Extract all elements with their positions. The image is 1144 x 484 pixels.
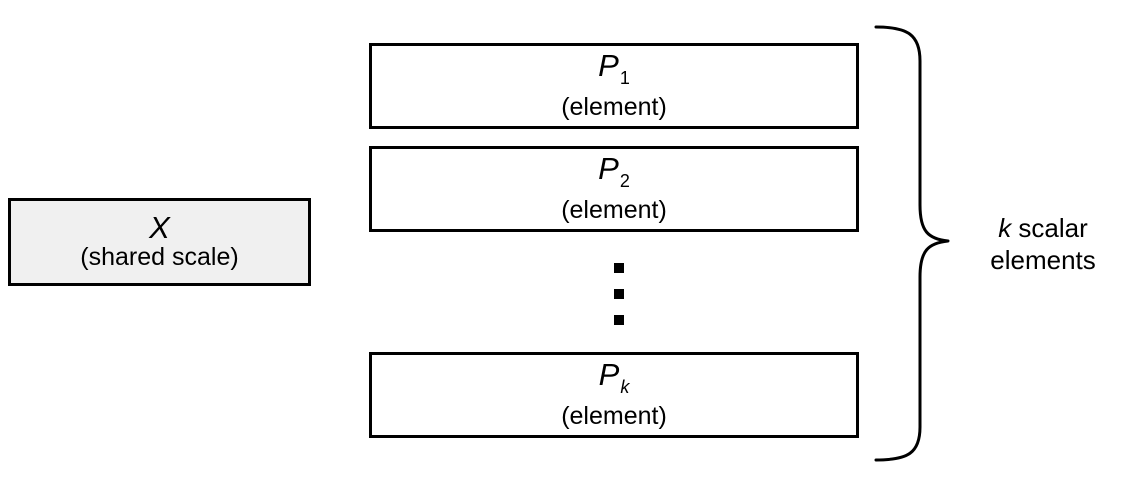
ellipsis-dot-3 bbox=[614, 315, 624, 325]
element-symbol-k: Pk bbox=[598, 357, 630, 397]
element-label-k: (element) bbox=[561, 402, 667, 430]
element-symbol-2: P2 bbox=[598, 151, 630, 191]
brace-label-line-1: k scalar bbox=[968, 212, 1118, 244]
vertical-ellipsis bbox=[614, 263, 624, 325]
brace-label-line-2: elements bbox=[990, 245, 1096, 275]
brace-label: k scalar elements bbox=[968, 212, 1118, 276]
brace-label-scalar: scalar bbox=[1011, 213, 1088, 243]
brace-label-variable: k bbox=[998, 213, 1012, 243]
shared-scale-label: (shared scale) bbox=[80, 243, 239, 271]
ellipsis-dot-1 bbox=[614, 263, 624, 273]
element-box-2: P2 (element) bbox=[369, 146, 859, 232]
element-label-1: (element) bbox=[561, 93, 667, 121]
element-label-2: (element) bbox=[561, 196, 667, 224]
element-box-1: P1 (element) bbox=[369, 43, 859, 129]
element-box-k: Pk (element) bbox=[369, 352, 859, 438]
right-curly-brace bbox=[874, 25, 950, 462]
element-subscript-2: 2 bbox=[619, 171, 630, 191]
ellipsis-dot-2 bbox=[614, 289, 624, 299]
element-subscript-k: k bbox=[620, 377, 630, 397]
element-symbol-1: P1 bbox=[598, 48, 630, 88]
shared-scale-symbol: X bbox=[149, 210, 170, 245]
element-subscript-1: 1 bbox=[619, 68, 630, 88]
shared-scale-box: X (shared scale) bbox=[8, 198, 311, 286]
